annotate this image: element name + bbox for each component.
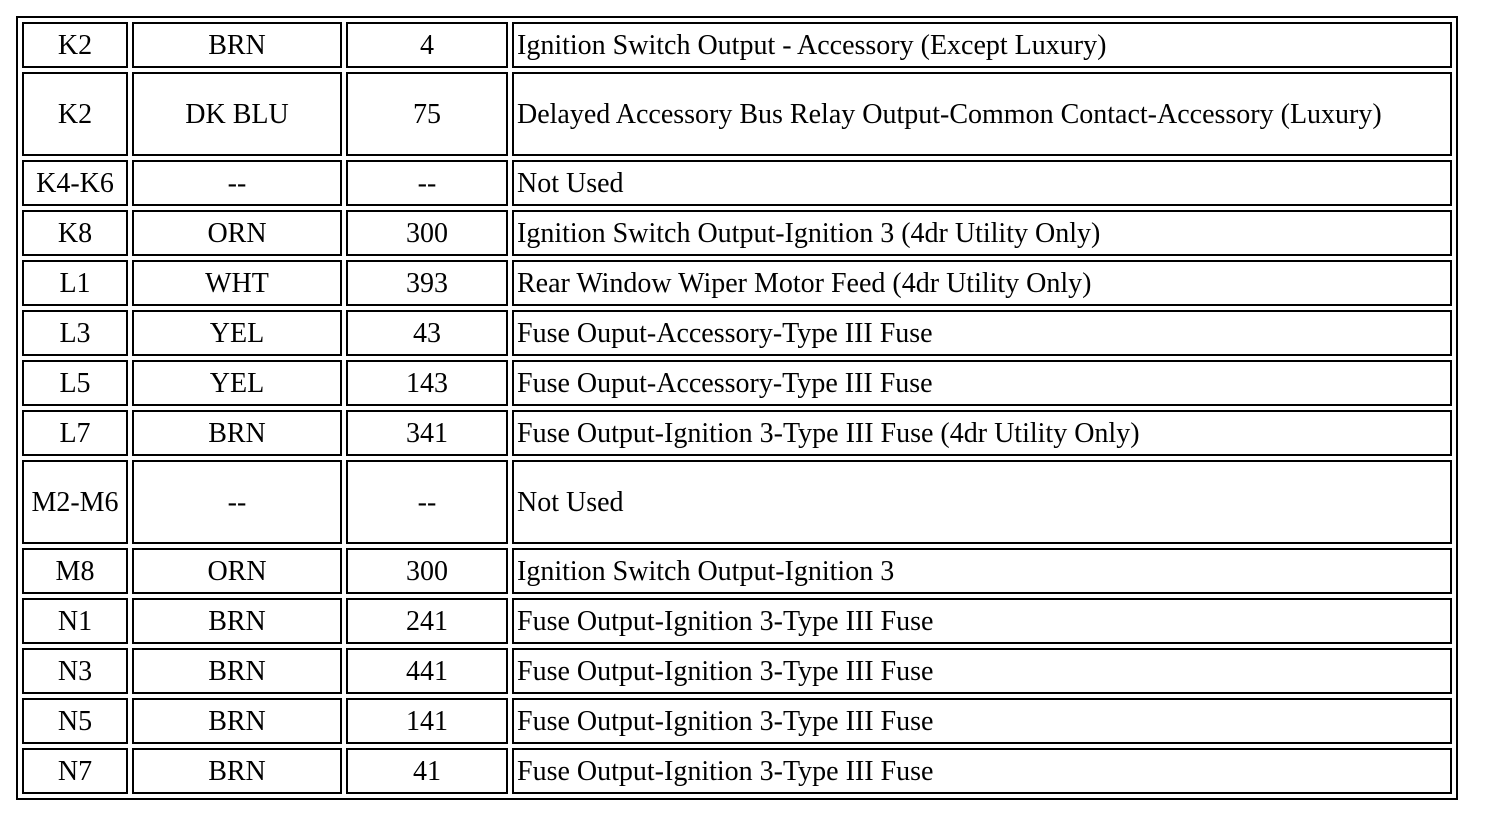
wire-color-cell: BRN xyxy=(132,698,342,744)
pin-cell: N7 xyxy=(22,748,128,794)
function-cell: Fuse Ouput-Accessory-Type III Fuse xyxy=(512,310,1452,356)
wire-color-cell: -- xyxy=(132,460,342,544)
pin-cell: N3 xyxy=(22,648,128,694)
function-cell: Ignition Switch Output-Ignition 3 xyxy=(512,548,1452,594)
wire-color-cell: -- xyxy=(132,160,342,206)
function-cell: Ignition Switch Output - Accessory (Exce… xyxy=(512,22,1452,68)
wire-color-cell: BRN xyxy=(132,648,342,694)
circuit-number-cell: 300 xyxy=(346,548,508,594)
function-cell: Fuse Output-Ignition 3-Type III Fuse xyxy=(512,698,1452,744)
pin-cell: K4-K6 xyxy=(22,160,128,206)
wire-color-cell: YEL xyxy=(132,360,342,406)
function-cell: Ignition Switch Output-Ignition 3 (4dr U… xyxy=(512,210,1452,256)
pin-cell: L7 xyxy=(22,410,128,456)
wire-color-cell: YEL xyxy=(132,310,342,356)
function-cell: Fuse Ouput-Accessory-Type III Fuse xyxy=(512,360,1452,406)
function-cell: Rear Window Wiper Motor Feed (4dr Utilit… xyxy=(512,260,1452,306)
wire-color-cell: BRN xyxy=(132,22,342,68)
wire-color-cell: BRN xyxy=(132,598,342,644)
function-cell: Fuse Output-Ignition 3-Type III Fuse (4d… xyxy=(512,410,1452,456)
circuit-number-cell: -- xyxy=(346,160,508,206)
wire-color-cell: BRN xyxy=(132,410,342,456)
wire-color-cell: ORN xyxy=(132,548,342,594)
pin-cell: L5 xyxy=(22,360,128,406)
pin-cell: N5 xyxy=(22,698,128,744)
pin-cell: M2-M6 xyxy=(22,460,128,544)
function-cell: Fuse Output-Ignition 3-Type III Fuse xyxy=(512,648,1452,694)
function-cell: Fuse Output-Ignition 3-Type III Fuse xyxy=(512,748,1452,794)
pin-cell: L1 xyxy=(22,260,128,306)
circuit-number-cell: 41 xyxy=(346,748,508,794)
function-cell: Not Used xyxy=(512,460,1452,544)
circuit-number-cell: 241 xyxy=(346,598,508,644)
circuit-number-cell: 141 xyxy=(346,698,508,744)
circuit-number-cell: 341 xyxy=(346,410,508,456)
wire-color-cell: DK BLU xyxy=(132,72,342,156)
circuit-number-cell: 300 xyxy=(346,210,508,256)
wire-color-cell: BRN xyxy=(132,748,342,794)
function-cell: Delayed Accessory Bus Relay Output-Commo… xyxy=(512,72,1452,156)
circuit-number-cell: 441 xyxy=(346,648,508,694)
pin-cell: K8 xyxy=(22,210,128,256)
table-row: M2-M6----Not Used xyxy=(22,460,1452,544)
pin-cell: M8 xyxy=(22,548,128,594)
circuit-number-cell: 75 xyxy=(346,72,508,156)
circuit-number-cell: 143 xyxy=(346,360,508,406)
circuit-number-cell: 393 xyxy=(346,260,508,306)
function-cell: Not Used xyxy=(512,160,1452,206)
circuit-number-cell: 4 xyxy=(346,22,508,68)
pin-cell: N1 xyxy=(22,598,128,644)
circuit-number-cell: -- xyxy=(346,460,508,544)
function-cell: Fuse Output-Ignition 3-Type III Fuse xyxy=(512,598,1452,644)
pin-cell: K2 xyxy=(22,22,128,68)
table-row: K4-K6----Not Used xyxy=(22,160,1452,206)
wire-color-cell: ORN xyxy=(132,210,342,256)
wire-color-cell: WHT xyxy=(132,260,342,306)
pin-cell: L3 xyxy=(22,310,128,356)
circuit-number-cell: 43 xyxy=(346,310,508,356)
pin-cell: K2 xyxy=(22,72,128,156)
